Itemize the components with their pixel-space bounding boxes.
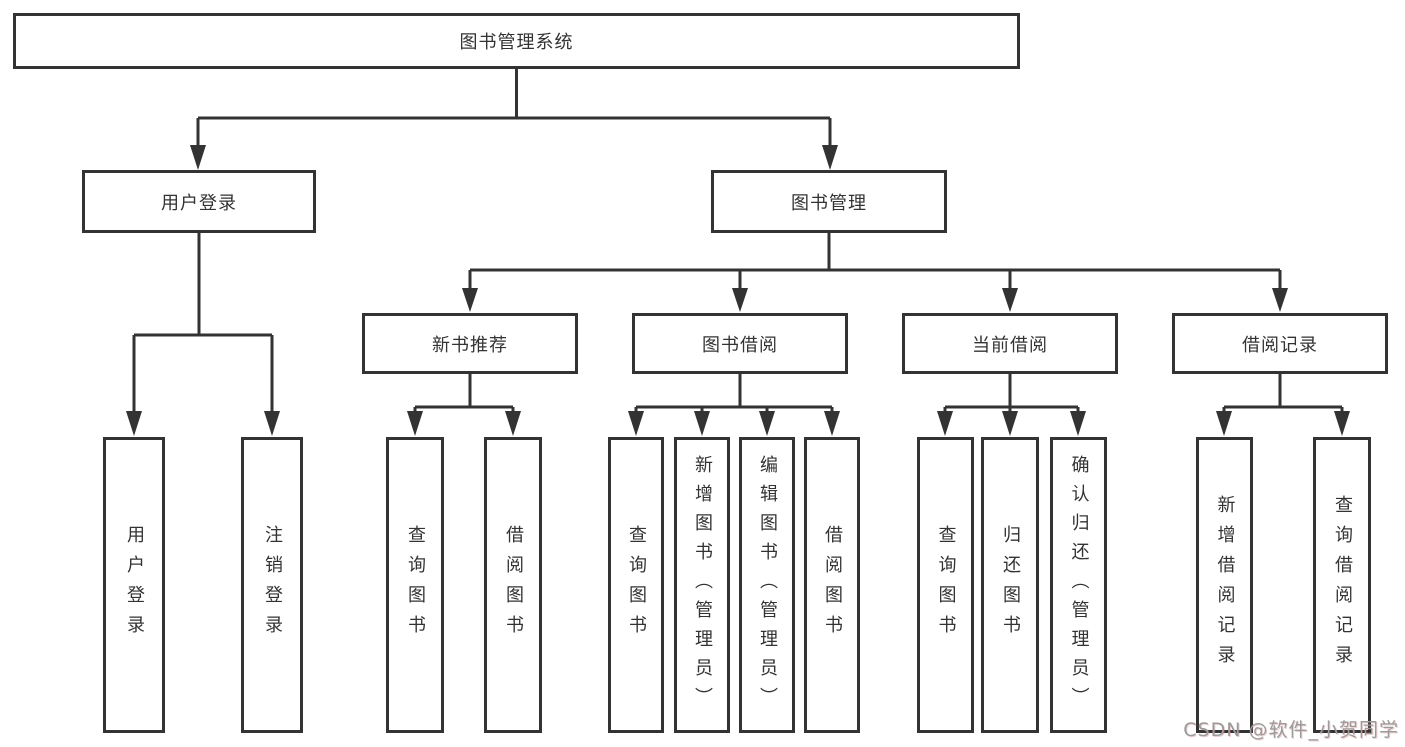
node-user-login: 用户登录 (82, 170, 316, 233)
leaf-confirm-return-admin-label: 确认归还（管理员） (1068, 454, 1090, 716)
node-new-book-recommend: 新书推荐 (362, 313, 578, 374)
leaf-user-login-label: 用户登录 (124, 525, 145, 645)
node-user-login-label: 用户登录 (161, 192, 237, 214)
leaf-query-books-borrow: 查询图书 (608, 437, 664, 733)
leaf-return-books: 归还图书 (981, 437, 1039, 733)
leaf-query-books-current: 查询图书 (917, 437, 974, 733)
leaf-edit-books-admin-label: 编辑图书（管理员） (757, 454, 778, 716)
node-borrow-records-label: 借阅记录 (1242, 334, 1318, 356)
leaf-borrow-books-recommend-label: 借阅图书 (503, 525, 524, 645)
leaf-return-books-label: 归还图书 (1000, 525, 1021, 645)
leaf-confirm-return-admin: 确认归还（管理员） (1050, 437, 1107, 733)
leaf-edit-books-admin: 编辑图书（管理员） (739, 437, 795, 733)
leaf-add-books-admin-label: 新增图书（管理员） (692, 454, 713, 716)
leaf-borrow-books-label: 借阅图书 (822, 525, 843, 645)
node-book-borrow: 图书借阅 (632, 313, 848, 374)
node-root-label: 图书管理系统 (459, 32, 574, 53)
csdn-watermark: CSDN @软件_小贺同学 (1183, 719, 1399, 741)
node-book-borrow-label: 图书借阅 (702, 334, 778, 356)
node-current-borrow: 当前借阅 (902, 313, 1118, 374)
node-book-management: 图书管理 (711, 170, 947, 233)
leaf-user-login: 用户登录 (103, 437, 165, 733)
leaf-query-books-recommend: 查询图书 (386, 437, 444, 733)
arrowheads (126, 145, 1350, 436)
leaf-query-books-borrow-label: 查询图书 (626, 525, 647, 645)
leaf-borrow-books: 借阅图书 (804, 437, 860, 733)
leaf-add-books-admin: 新增图书（管理员） (674, 437, 730, 733)
leaf-logout: 注销登录 (241, 437, 303, 733)
node-root-library-system: 图书管理系统 (13, 13, 1020, 69)
leaf-query-books-recommend-label: 查询图书 (405, 525, 426, 645)
leaf-query-books-current-label: 查询图书 (935, 525, 957, 645)
leaf-logout-label: 注销登录 (262, 525, 283, 645)
leaf-borrow-books-recommend: 借阅图书 (484, 437, 542, 733)
leaf-add-borrow-record: 新增借阅记录 (1196, 437, 1253, 733)
leaf-query-borrow-record: 查询借阅记录 (1313, 437, 1371, 733)
node-borrow-records: 借阅记录 (1172, 313, 1388, 374)
node-book-management-label: 图书管理 (791, 192, 867, 214)
node-current-borrow-label: 当前借阅 (972, 334, 1048, 356)
leaf-query-borrow-record-label: 查询借阅记录 (1332, 495, 1353, 675)
node-new-book-recommend-label: 新书推荐 (432, 334, 508, 356)
leaf-add-borrow-record-label: 新增借阅记录 (1214, 495, 1236, 675)
